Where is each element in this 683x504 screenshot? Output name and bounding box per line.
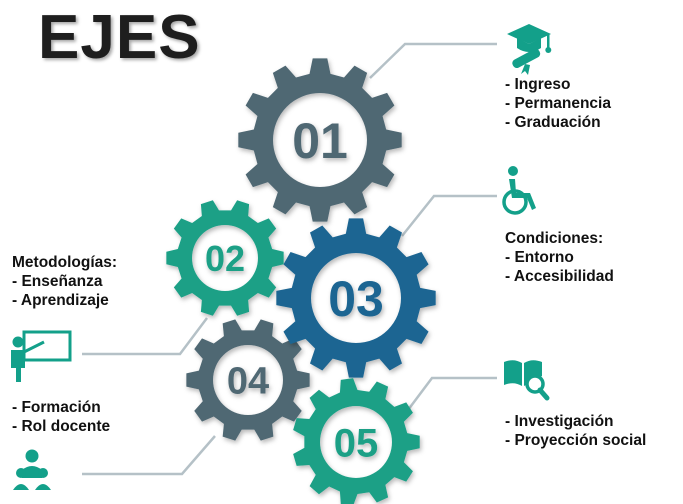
gears: 01 02 04 03 05 (166, 58, 436, 504)
eje-02-item: - Enseñanza (12, 273, 103, 290)
connector-line-01 (369, 42, 497, 79)
eje-02-item: - Aprendizaje (12, 292, 109, 309)
teacher-board-icon (11, 330, 72, 382)
gear-02: 02 (166, 200, 284, 316)
gear-03-label: 03 (328, 271, 384, 327)
eje-03-heading: Condiciones: (505, 230, 604, 247)
eje-03-text: Condiciones: - Entorno - Accesibilidad (505, 229, 614, 286)
connector-lines (82, 42, 497, 476)
eje-04-text: - Formación - Rol docente (12, 398, 110, 436)
eje-01-item: - Graduación (505, 114, 601, 131)
gear-01: 01 (238, 58, 402, 222)
gear-04: 04 (186, 319, 310, 441)
page-title: EJES (38, 3, 201, 72)
gear-04-label: 04 (227, 361, 269, 403)
connector-line-05 (407, 376, 497, 411)
wheelchair-icon (502, 166, 536, 215)
eje-05-item: - Proyección social (505, 432, 647, 449)
eje-01-text: - Ingreso - Permanencia - Graduación (505, 75, 611, 132)
eje-05-text: - Investigación - Proyección social (505, 412, 646, 450)
gear-03: 03 (276, 218, 436, 378)
eje-04-item: - Formación (12, 399, 101, 416)
eje-01-item: - Ingreso (505, 76, 571, 93)
eje-03-item: - Accesibilidad (505, 268, 614, 285)
gear-01-label: 01 (292, 113, 348, 169)
connector-line-02 (82, 317, 208, 356)
connector-line-03 (401, 194, 497, 237)
eje-01-item: - Permanencia (505, 95, 611, 112)
eje-02-heading: Metodologías: (12, 254, 118, 271)
eje-05-item: - Investigación (505, 413, 614, 430)
eje-03-item: - Entorno (505, 249, 574, 266)
graduation-cap-diploma-icon (507, 24, 552, 75)
connector-line-04 (82, 435, 216, 476)
eje-02-text: Metodologías: - Enseñanza - Aprendizaje (12, 253, 117, 310)
gear-05-label: 05 (334, 421, 379, 465)
users-group-icon (13, 449, 51, 490)
book-magnifier-icon (504, 360, 550, 401)
gear-05: 05 (293, 378, 420, 504)
gear-02-label: 02 (205, 238, 245, 279)
eje-04-item: - Rol docente (12, 418, 111, 435)
